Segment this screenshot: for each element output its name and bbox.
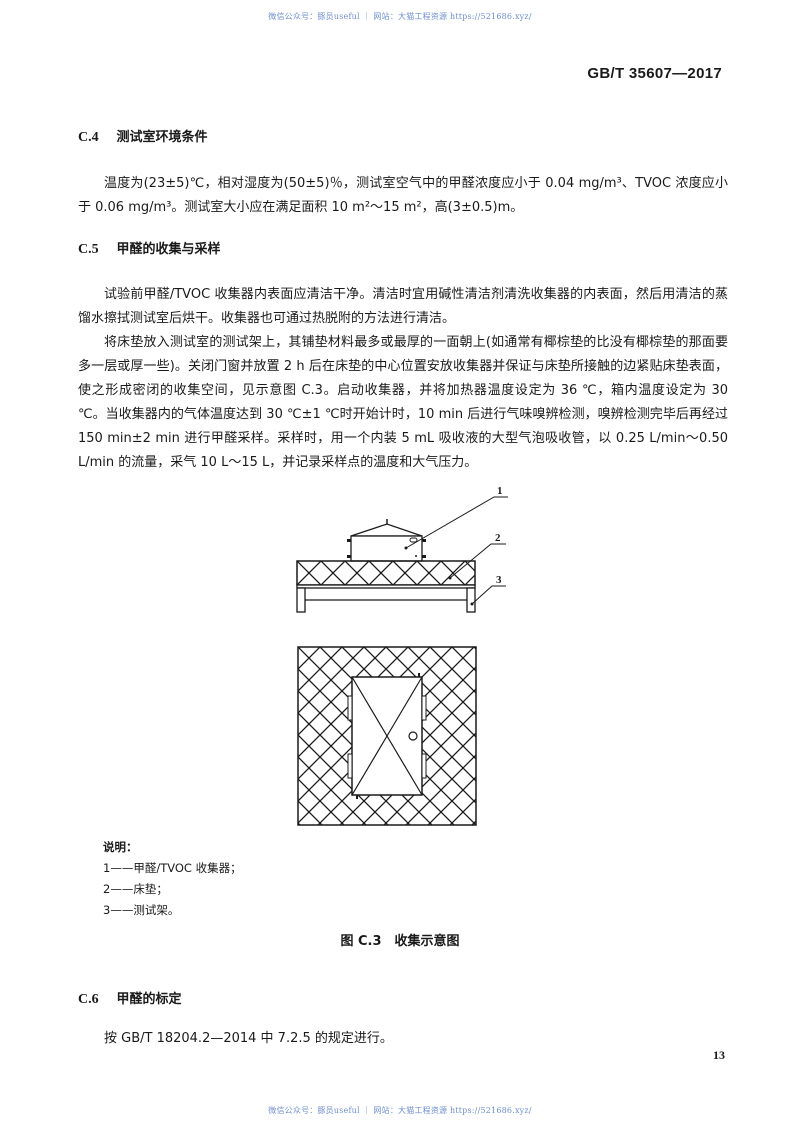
figure-caption: 图 C.3 收集示意图 xyxy=(340,934,460,949)
legend-item: 3——测试架。 xyxy=(103,903,180,917)
watermark-bottom: 微信公众号：豚员useful ｜ 网站：大猫工程资源 https://52168… xyxy=(268,1106,532,1115)
callout-1: 1 xyxy=(497,485,503,497)
section-number: C.5 xyxy=(78,242,99,257)
standard-code: GB/T 35607—2017 xyxy=(587,65,722,82)
collector-side-view xyxy=(347,519,426,562)
callout-2: 2 xyxy=(495,532,501,544)
section-title: 甲醛的标定 xyxy=(116,992,182,1007)
paragraph: 将床垫放入测试室的测试架上，其铺垫材料最多或最厚的一面朝上(如通常有椰棕垫的比没… xyxy=(78,335,728,470)
collector-top-view xyxy=(347,673,427,799)
paragraph: 试验前甲醛/TVOC 收集器内表面应清洁干净。清洁时宜用碱性清洁剂清洗收集器的内… xyxy=(78,287,728,326)
watermark-top: 微信公众号：豚员useful ｜ 网站：大猫工程资源 https://52168… xyxy=(268,12,532,21)
section-title: 甲醛的收集与采样 xyxy=(116,242,221,257)
section-heading-c6: C.6 甲醛的标定 xyxy=(78,988,182,1008)
test-rack-side-view xyxy=(296,587,476,613)
section-heading-c5: C.5 甲醛的收集与采样 xyxy=(78,238,221,258)
section-number: C.4 xyxy=(78,130,99,145)
page-number: 13 xyxy=(713,1048,725,1062)
section-body-c5: 试验前甲醛/TVOC 收集器内表面应清洁干净。清洁时宜用碱性清洁剂清洗收集器的内… xyxy=(78,283,728,475)
paragraph: 按 GB/T 18204.2—2014 中 7.2.5 的规定进行。 xyxy=(104,1031,393,1046)
section-title: 测试室环境条件 xyxy=(116,130,208,145)
section-body-c4: 温度为(23±5)℃，相对湿度为(50±5)％，测试室空气中的甲醛浓度应小于 0… xyxy=(78,172,728,220)
paragraph: 温度为(23±5)℃，相对湿度为(50±5)％，测试室空气中的甲醛浓度应小于 0… xyxy=(78,176,728,215)
callout-3: 3 xyxy=(496,574,502,586)
callout-leaders xyxy=(405,496,508,605)
legend-item: 2——床垫； xyxy=(103,882,168,896)
legend-title: 说明： xyxy=(103,840,138,854)
section-body-c6: 按 GB/T 18204.2—2014 中 7.2.5 的规定进行。 xyxy=(78,1027,728,1051)
figure-legend: 说明： 1——甲醛/TVOC 收集器； 2——床垫； 3——测试架。 xyxy=(103,837,242,921)
section-heading-c4: C.4 测试室环境条件 xyxy=(78,126,208,146)
legend-item: 1——甲醛/TVOC 收集器； xyxy=(103,861,242,875)
figure-c3-diagram: 1 2 3 xyxy=(296,485,508,826)
mattress-side-view xyxy=(296,560,476,589)
section-number: C.6 xyxy=(78,992,99,1007)
